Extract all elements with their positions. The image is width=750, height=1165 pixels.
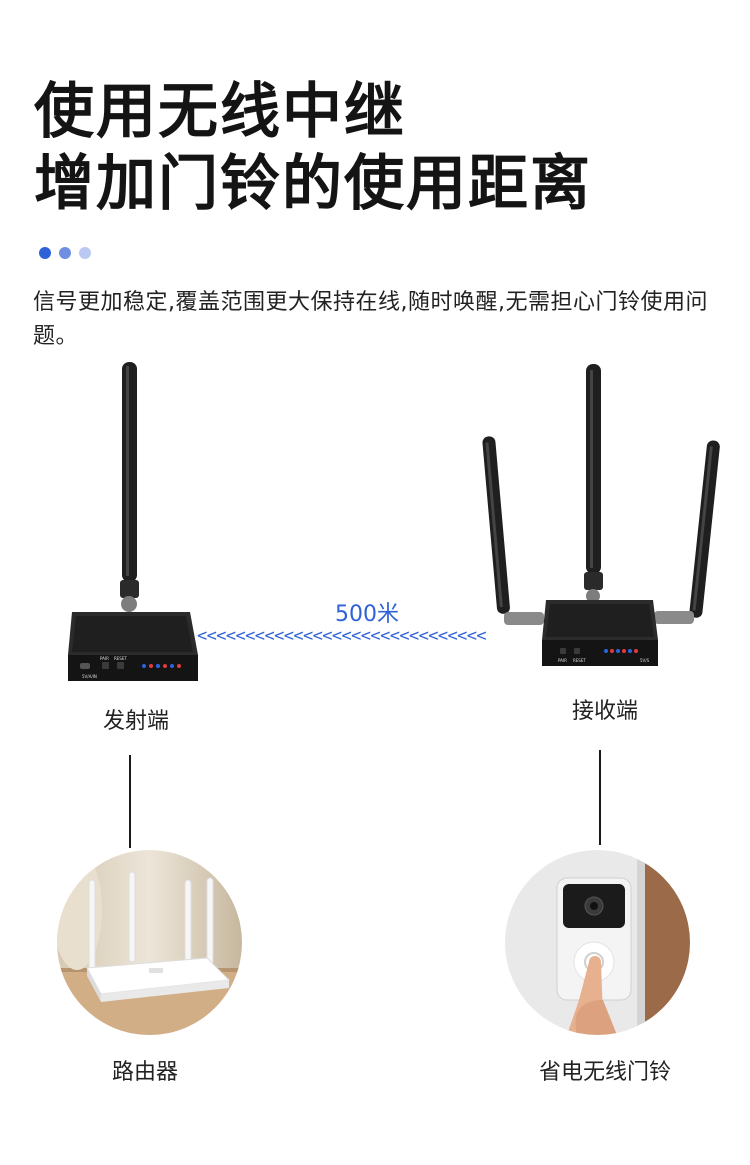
indicator-dot-3 <box>79 247 91 259</box>
receiver-port-label-2: RESET <box>573 658 586 663</box>
headline-line-1: 使用无线中继 <box>34 77 406 147</box>
doorbell-caption: 省电无线门铃 <box>539 1060 672 1085</box>
router-caption: 路由器 <box>112 1060 179 1085</box>
receiver-doorbell-connector <box>599 750 601 845</box>
transmitter-port-label-1: 5V/A/IN <box>82 674 97 679</box>
description-text: 信号更加稳定,覆盖范围更大保持在线,随时唤醒,无需担心门铃使用问题。 <box>33 290 708 349</box>
doorbell-photo <box>505 850 690 1035</box>
transmitter-port-label-3: RESET <box>114 656 127 661</box>
headline-line-2: 增加门铃的使用距离 <box>34 149 592 219</box>
signal-arrows: <<<<<<<<<<<<<<<<<<<<<<<<<<<<<< <box>197 626 487 646</box>
transmitter-port-label-2: PAIR <box>100 656 109 661</box>
receiver-port-label-1: PAIR <box>558 658 567 663</box>
receiver-port-label-3: 5V/S <box>640 658 650 663</box>
receiver-device-image: PAIR RESET 5V/S <box>482 364 720 666</box>
receiver-caption: 接收端 <box>572 699 639 724</box>
transmitter-router-connector <box>129 755 131 848</box>
indicator-dot-1 <box>39 247 51 259</box>
distance-label: 500米 <box>335 602 399 627</box>
router-photo <box>57 850 242 1035</box>
transmitter-device-image: 5V/A/IN PAIR RESET <box>68 362 198 681</box>
indicator-dot-2 <box>59 247 71 259</box>
transmitter-caption: 发射端 <box>103 709 170 734</box>
